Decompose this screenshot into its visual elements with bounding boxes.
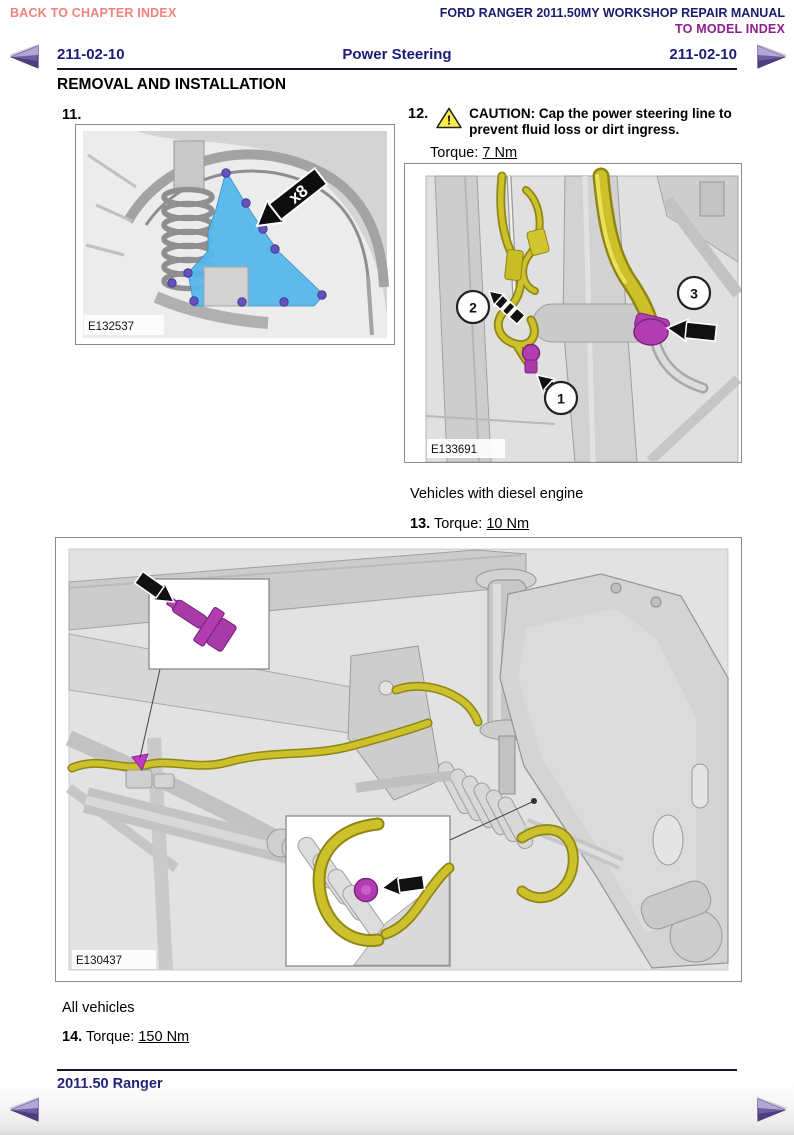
section-header: 211-02-10 Power Steering 211-02-10 [57,46,737,63]
diesel-note: Vehicles with diesel engine [410,486,584,502]
callout-1: 1 [543,380,579,416]
fig1-illustration: x8 E132537 [83,131,389,338]
step-12-number: 12. [408,106,429,122]
line-fitting [521,343,541,374]
torque-label: Torque: [430,145,479,161]
step-12: 12. ! CAUTION: Cap the power steering li… [408,106,738,138]
tie-rod [355,771,452,793]
step-12-torque: Torque: 7 Nm [430,145,517,161]
bolt-markers [167,168,327,307]
next-page-arrow-bottom[interactable] [756,1096,790,1124]
wheel-arch [123,149,389,288]
section-code-left: 211-02-10 [57,46,125,63]
section-code-right: 211-02-10 [669,46,737,63]
all-vehicles-note: All vehicles [62,1000,135,1016]
figure-power-steering-lines: 2 1 3 E133691 [404,163,742,463]
figure-id-label: E130437 [76,955,122,967]
strut-top [173,140,205,192]
bottom-fade [0,1083,794,1135]
figure-id-label: E132537 [88,321,134,333]
torque-label: Torque: [433,516,483,532]
connector-block [504,249,524,281]
arrow-2-striped [487,289,527,326]
inset-bolt [133,570,270,670]
arrow-3 [665,317,718,343]
footer-rule [57,1069,737,1071]
svg-text:!: ! [447,113,451,128]
torque-value-link[interactable]: 7 Nm [482,145,518,161]
to-model-index-link[interactable]: TO MODEL INDEX [675,22,785,36]
callout-2: 2 [455,289,491,325]
page-heading: REMOVAL AND INSTALLATION [57,76,287,93]
svg-text:2: 2 [469,300,477,316]
warning-triangle-icon: ! [436,107,462,129]
return-pipe [652,337,706,391]
svg-text:1: 1 [557,391,565,407]
torque-value-link[interactable]: 10 Nm [486,516,530,532]
callout-3: 3 [676,275,712,311]
manual-title: FORD RANGER 2011.50MY WORKSHOP REPAIR MA… [439,6,785,20]
lower-arm [153,291,269,329]
caution-text: CAUTION: Cap the power steering line to … [469,106,732,137]
step-13-number: 13. [410,516,431,532]
prev-page-arrow-bottom[interactable] [6,1096,40,1124]
fig3-illustration: E130437 [65,548,729,971]
power-steering-lines [67,681,579,904]
step-13-torque: 13. Torque: 10 Nm [410,516,529,532]
prev-page-arrow[interactable] [6,43,40,71]
figure-wheel-arch-liner: x8 E132537 [75,124,395,345]
section-title: Power Steering [342,46,452,63]
cable [507,175,517,303]
step-11-number: 11. [62,107,82,123]
figure-steering-gear: E130437 [55,537,742,982]
next-page-arrow[interactable] [756,43,790,71]
inset-nut-arrow [380,874,426,897]
torque-label: Torque: [85,1029,135,1045]
header-rule [57,68,737,70]
figure-id-label: E133691 [431,444,477,456]
line-fitting [131,753,149,772]
step-14-number: 14. [62,1029,83,1045]
step-14-torque: 14. Torque: 150 Nm [62,1029,189,1045]
torque-value-link[interactable]: 150 Nm [138,1029,190,1045]
svg-text:3: 3 [690,286,698,302]
fig2-illustration: 2 1 3 E133691 [425,167,741,462]
inset-hose-nut [285,815,455,967]
back-to-chapter-index-link[interactable]: BACK TO CHAPTER INDEX [10,6,177,20]
inset-bolt-arrow [133,570,176,603]
control-arm [499,573,729,969]
